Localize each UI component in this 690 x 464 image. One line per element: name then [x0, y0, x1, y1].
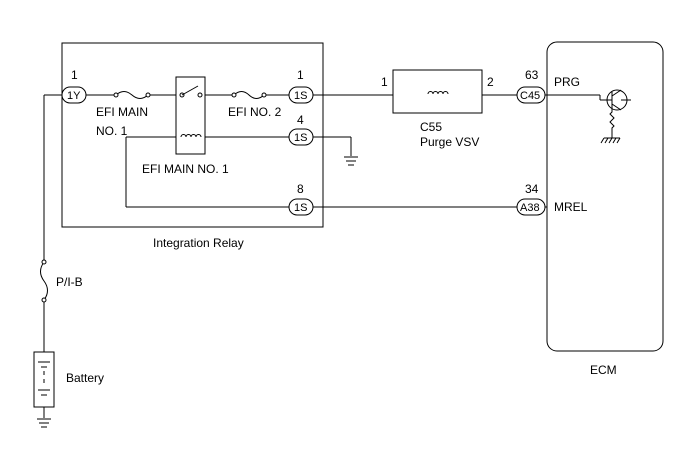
pin-1s-bot-number: 8 — [297, 182, 304, 196]
purge-vsv-box — [392, 69, 483, 114]
connector-c45: C45 — [516, 86, 546, 104]
battery-ground-icon — [37, 418, 51, 428]
relay-ground-icon — [344, 156, 358, 166]
connector-1s-top: 1S — [288, 86, 314, 104]
battery-icon — [33, 351, 55, 408]
pin-1s-mid-number: 4 — [297, 113, 304, 127]
ecm-label: ECM — [590, 363, 617, 377]
vsv-pin-right-number: 2 — [487, 75, 494, 89]
efi-main-label: EFI MAIN — [96, 105, 148, 119]
connector-a38: A38 — [516, 198, 546, 216]
pib-label: P/I-B — [56, 275, 83, 289]
efi-main-no1-label: EFI MAIN NO. 1 — [142, 162, 229, 176]
svg-text:1S: 1S — [294, 202, 307, 214]
pin-1y-number: 1 — [71, 68, 78, 82]
efi-no2-fuse-icon — [231, 91, 267, 99]
wires — [43, 94, 600, 418]
relay-coil-symbol — [180, 134, 202, 138]
svg-text:1Y: 1Y — [67, 90, 81, 102]
efi-main-label-cont: NO. 1 — [96, 124, 128, 138]
prg-pin-number: 63 — [525, 68, 539, 82]
connector-1s-bot: 1S — [288, 198, 314, 216]
efi-no2-label: EFI NO. 2 — [228, 105, 282, 119]
ecm-transistor-icon — [599, 89, 631, 138]
ecm-ground-icon — [600, 137, 621, 144]
relay-switch-box — [175, 76, 206, 155]
pin-1s-top-number: 1 — [297, 68, 304, 82]
efi-main-fuse-icon — [113, 91, 151, 99]
relay-switch-contact — [179, 85, 203, 98]
svg-text:C45: C45 — [520, 90, 540, 102]
pib-fuse-icon — [40, 259, 48, 303]
vsv-code-label: C55 — [420, 120, 442, 134]
vsv-coil-symbol — [427, 91, 449, 95]
prg-label: PRG — [554, 75, 580, 89]
svg-text:1S: 1S — [294, 90, 307, 102]
svg-text:A38: A38 — [520, 202, 540, 214]
battery-label: Battery — [66, 371, 104, 385]
vsv-name-label: Purge VSV — [420, 135, 479, 149]
integration-relay-box — [61, 42, 324, 228]
integration-relay-label: Integration Relay — [153, 236, 244, 250]
vsv-pin-left-number: 1 — [381, 75, 388, 89]
mrel-label: MREL — [554, 200, 588, 214]
connector-1s-mid: 1S — [288, 128, 314, 146]
connector-1y: 1Y — [61, 86, 87, 104]
svg-text:1S: 1S — [294, 132, 307, 144]
ecm-box — [546, 41, 664, 352]
mrel-pin-number: 34 — [525, 182, 539, 196]
